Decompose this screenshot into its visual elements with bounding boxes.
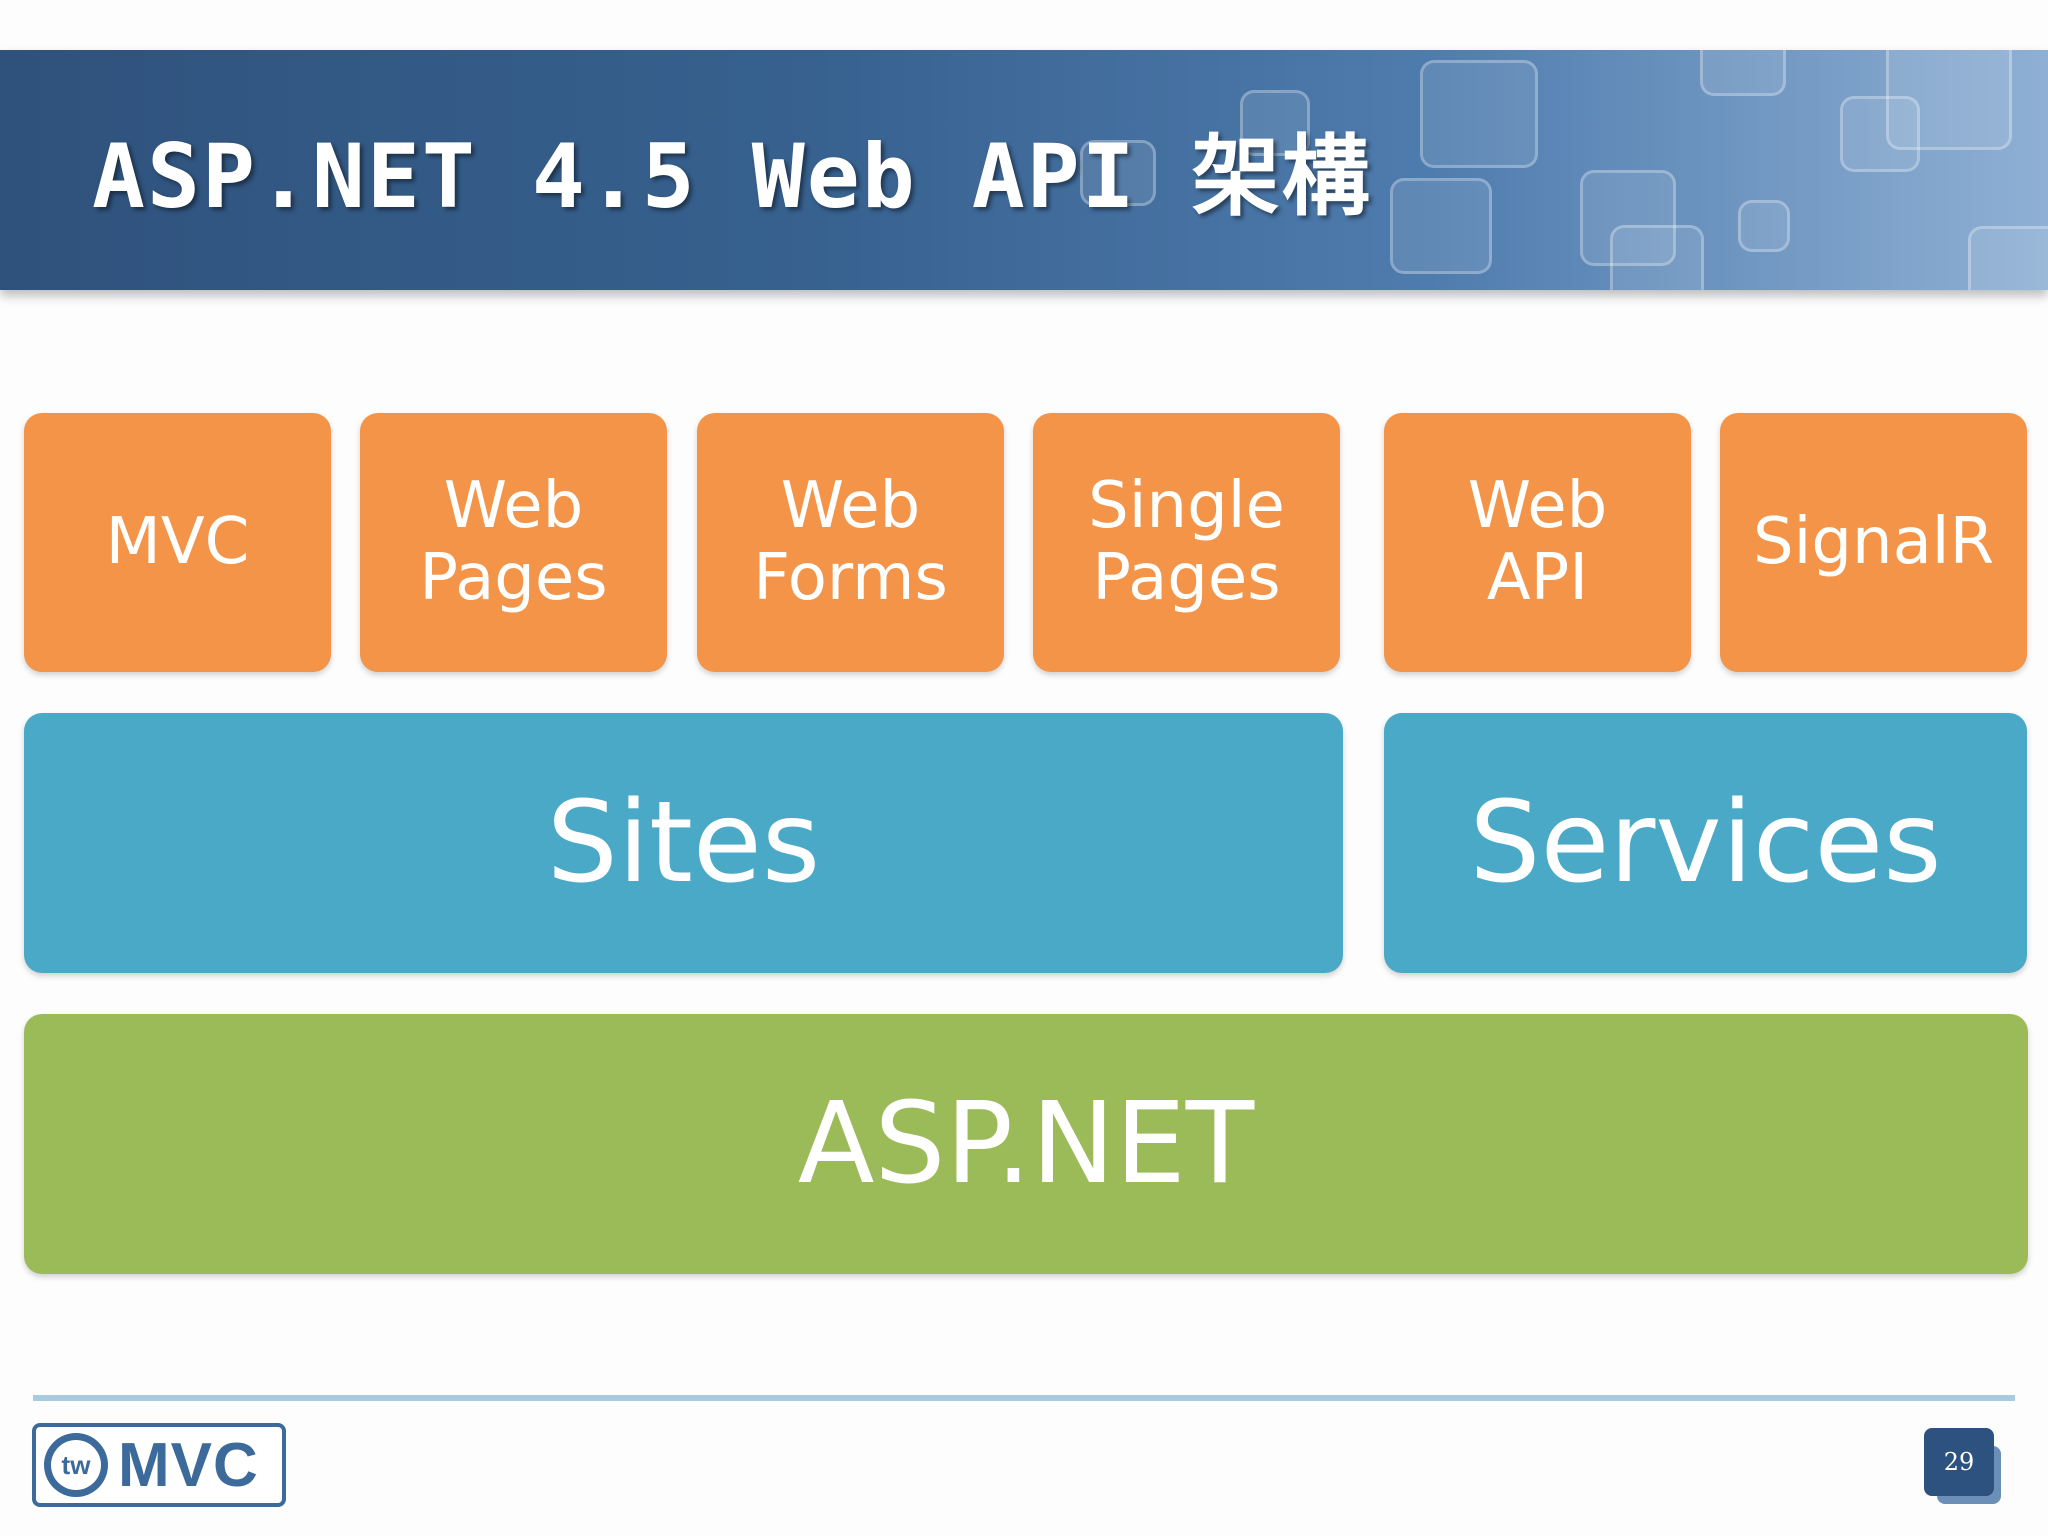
block-label: ASP.NET — [797, 1079, 1255, 1209]
block-services: Services — [1384, 713, 2027, 973]
banner-decoration — [1580, 170, 1676, 266]
block-web-forms: Web Forms — [697, 413, 1004, 672]
banner-decoration — [1840, 96, 1920, 172]
banner-decoration — [1738, 200, 1790, 252]
logo-tw-text: tw — [51, 1440, 101, 1490]
block-label: Sites — [546, 778, 821, 908]
block-label: Services — [1469, 778, 1942, 908]
logo-tw-badge: tw — [44, 1433, 108, 1497]
banner-decoration — [1390, 178, 1492, 274]
block-sites: Sites — [24, 713, 1343, 973]
twmvc-logo: tw MVC — [32, 1423, 286, 1507]
banner-decoration — [1886, 50, 2012, 150]
slide-title: ASP.NET 4.5 Web API 架構 — [92, 125, 1372, 228]
logo-mvc-text: MVC — [118, 1430, 259, 1500]
page-number: 29 — [1924, 1428, 1994, 1496]
block-label: Web API — [1467, 468, 1608, 615]
block-label: Web Pages — [419, 468, 608, 615]
block-signalr: SignalR — [1720, 413, 2027, 672]
block-mvc: MVC — [24, 413, 331, 672]
banner-decoration — [1240, 90, 1310, 156]
banner-decoration — [1968, 226, 2048, 290]
block-label: SignalR — [1752, 504, 1995, 579]
banner-decoration — [1080, 140, 1156, 206]
block-web-pages: Web Pages — [360, 413, 667, 672]
title-banner — [0, 50, 2048, 290]
block-single-pages: Single Pages — [1033, 413, 1340, 672]
block-aspnet: ASP.NET — [24, 1014, 2028, 1274]
footer-divider — [33, 1395, 2015, 1401]
block-label: Web Forms — [753, 468, 948, 615]
block-web-api: Web API — [1384, 413, 1691, 672]
block-label: Single Pages — [1088, 468, 1285, 615]
banner-decoration — [1610, 225, 1704, 290]
banner-decoration — [1420, 60, 1538, 168]
block-label: MVC — [105, 504, 250, 579]
banner-decoration — [1700, 50, 1786, 96]
